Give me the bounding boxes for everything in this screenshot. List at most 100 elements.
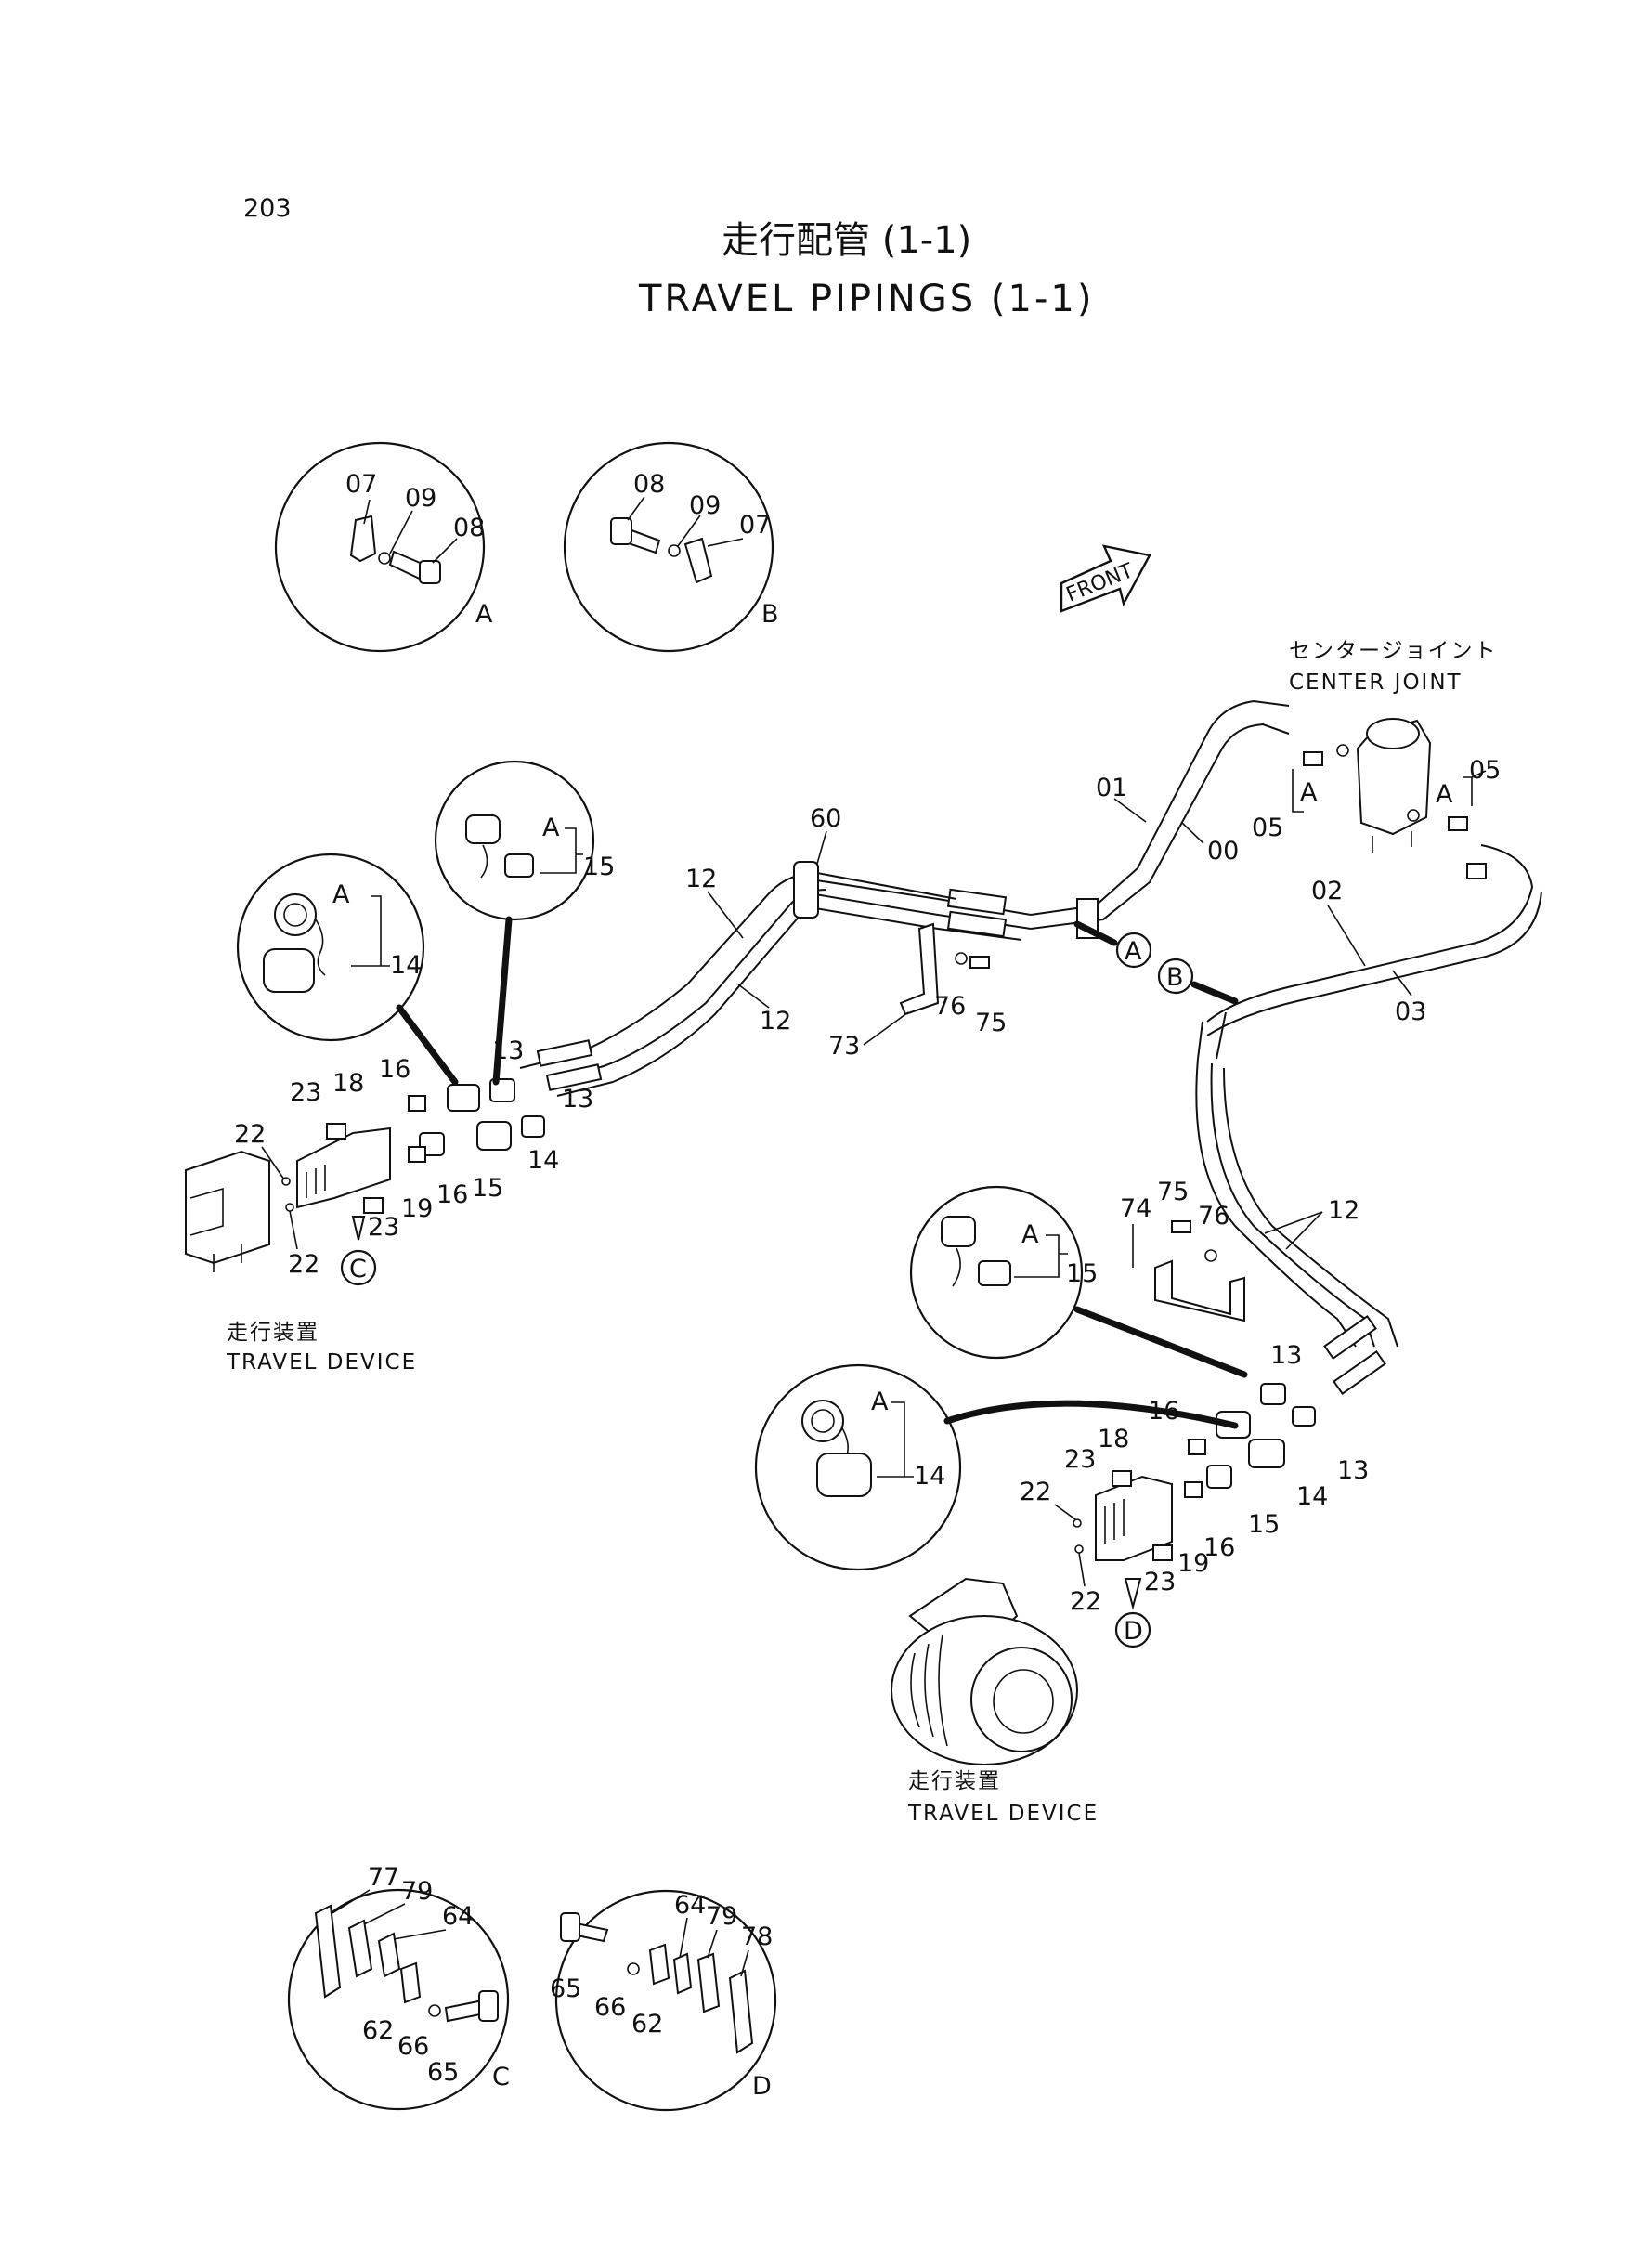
bolt-23-right-upper	[1112, 1470, 1132, 1487]
travel-device-right-en: TRAVEL DEVICE	[907, 1802, 1099, 1826]
label-13-left-lower: 13	[562, 1085, 593, 1114]
washer-66-d	[627, 1962, 640, 1975]
washer-09-b	[668, 544, 681, 557]
label-03: 03	[1395, 997, 1426, 1026]
label-15-right: 15	[1248, 1510, 1280, 1539]
clamp-62-c	[399, 1961, 422, 2004]
center-joint-jp: センタージョイント	[1289, 639, 1498, 663]
washer-76-a	[955, 952, 968, 965]
callout-d: D	[1124, 1617, 1143, 1646]
label-79-d: 79	[706, 1902, 737, 1931]
hose-end-left-1	[536, 1039, 593, 1067]
fitting-cj-lower	[1466, 863, 1487, 879]
callout-c: C	[349, 1255, 367, 1283]
pointer-left-14	[396, 1004, 459, 1086]
label-78-d: 78	[741, 1922, 773, 1951]
label-a-cj-right: A	[1436, 780, 1453, 809]
detail-b-circle	[563, 441, 774, 653]
callout-b: B	[1166, 963, 1184, 992]
travel-device-left-en: TRAVEL DEVICE	[226, 1350, 417, 1375]
label-62-c: 62	[362, 2016, 394, 2045]
upper-hoses: 01 00	[798, 699, 1290, 941]
label-76-a: 76	[934, 992, 966, 1021]
fitting-16-right-upper	[1188, 1439, 1206, 1455]
left-hoses: 60 12 12	[519, 804, 957, 1097]
label-73: 73	[828, 1032, 860, 1061]
plug-13-right-upper	[1260, 1383, 1286, 1405]
label-22-right-lower: 22	[1070, 1587, 1101, 1616]
block-18-left	[296, 1127, 391, 1209]
label-65-d: 65	[550, 1974, 581, 2003]
front-arrow-icon: FRONT	[1060, 544, 1151, 613]
plate-64-c	[377, 1932, 401, 1978]
label-76-b: 76	[1198, 1202, 1229, 1231]
callouts-ab: A B	[1073, 920, 1239, 1005]
label-01: 01	[1096, 774, 1127, 802]
bolt-23-right-lower	[1152, 1544, 1173, 1561]
plug-15-left-num: 15	[583, 853, 615, 881]
bolt-23-left-lower	[363, 1197, 384, 1214]
label-66-c: 66	[397, 2032, 429, 2061]
travel-device-left-jp: 走行装置	[227, 1321, 319, 1345]
label-23-left-upper: 23	[290, 1078, 321, 1107]
plug-15-right-num: 15	[1066, 1259, 1098, 1288]
clamp-60	[793, 861, 819, 919]
label-09-b: 09	[689, 491, 721, 520]
label-12-upper: 12	[685, 865, 717, 893]
label-60: 60	[810, 804, 841, 833]
label-16-right-lower: 16	[1203, 1533, 1235, 1562]
label-75-a: 75	[975, 1009, 1007, 1037]
callout-a: A	[1125, 937, 1142, 966]
pointer-right-14	[943, 1400, 1239, 1429]
fitting-05-b	[1448, 816, 1468, 831]
label-22-left-lower: 22	[288, 1250, 319, 1279]
page-number: 203	[243, 194, 292, 223]
washer-76-b	[1204, 1249, 1217, 1262]
cap-14-right	[1248, 1439, 1285, 1468]
bolt-head-08-a	[419, 560, 441, 584]
plug-detail-left-15: A 15	[434, 760, 615, 1086]
center-joint: センタージョイント CENTER JOINT 05 A A 05	[1252, 639, 1501, 853]
right-hoses: 12	[1195, 1058, 1398, 1396]
label-12-mid: 12	[760, 1007, 791, 1036]
bracket-73-plate	[899, 922, 940, 1016]
nut-15-right	[1206, 1465, 1232, 1489]
plug-13-right-lower	[1292, 1406, 1316, 1427]
plug-13-left-lower	[521, 1115, 545, 1138]
washer-09-a	[378, 552, 391, 565]
pointer-b	[1190, 981, 1239, 1005]
plug-detail-right-15: A 15	[909, 1185, 1248, 1378]
label-66-d: 66	[594, 1993, 626, 2022]
label-18-right: 18	[1098, 1425, 1129, 1453]
detail-b: 08 09 07 B	[563, 441, 779, 653]
label-79-c: 79	[401, 1877, 433, 1906]
detail-c: 77 79 64 62 66 65 C	[287, 1863, 510, 2111]
detail-b-letter: B	[761, 600, 779, 629]
label-00: 00	[1207, 837, 1239, 866]
travel-device-left-body	[185, 1150, 270, 1265]
label-16-left-lower: 16	[436, 1180, 468, 1209]
hose-end-right-2	[1333, 1349, 1386, 1396]
hose-end-upper-1	[946, 888, 1008, 916]
bracket-78-d	[728, 1969, 754, 2054]
label-13-right-lower: 13	[1337, 1456, 1369, 1485]
plate-07-a	[349, 515, 377, 563]
detail-d: 65 66 62 64 79 78 D	[550, 1889, 777, 2112]
left-connectors: 13 13 16 16 18 23 23 22 22 19 15 14 C 走行…	[185, 1036, 593, 1375]
fitting-16-left-lower	[408, 1146, 426, 1163]
plug-14-right-a: A	[871, 1388, 889, 1416]
label-05-top: 05	[1469, 756, 1501, 785]
cap-14-left	[476, 1121, 512, 1151]
center-joint-body	[1356, 719, 1432, 836]
label-08-b: 08	[633, 470, 665, 499]
bracket-77-c	[314, 1904, 342, 1999]
label-02: 02	[1311, 877, 1343, 905]
fitting-05-a	[1303, 751, 1323, 766]
detail-a-circle	[274, 441, 486, 653]
plate-07-b	[683, 537, 713, 584]
label-05-bottom: 05	[1252, 814, 1283, 842]
pointer-d	[1124, 1578, 1142, 1610]
washer-66-c	[428, 2004, 441, 2017]
label-64-c: 64	[442, 1902, 474, 1931]
hose-end-upper-2	[946, 910, 1008, 938]
